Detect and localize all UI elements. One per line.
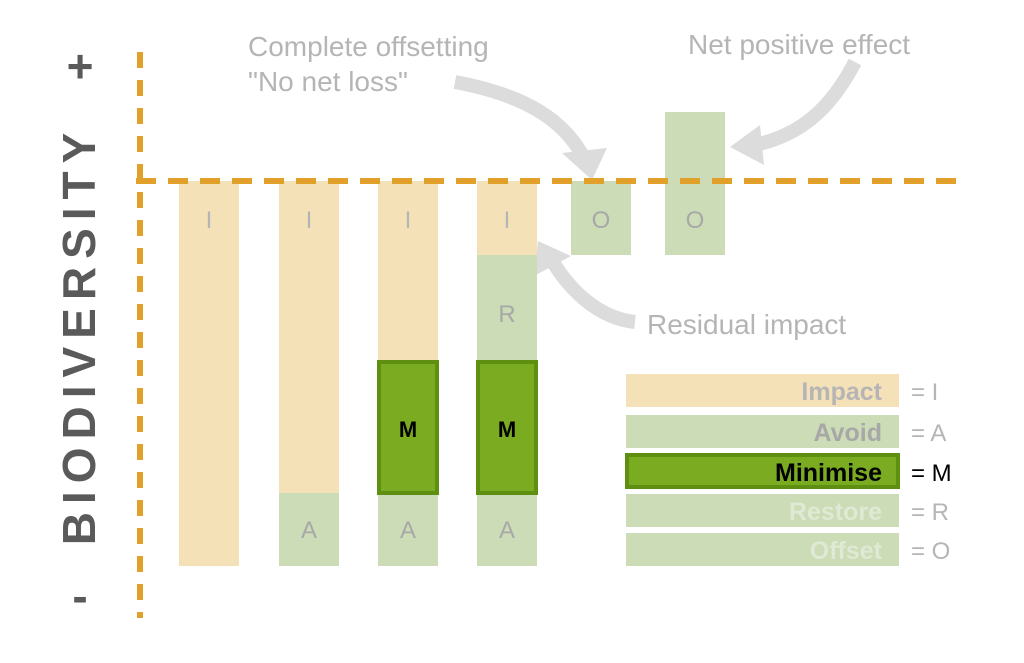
bar-letter-impact: I xyxy=(206,207,213,234)
legend-code-minimise: = M xyxy=(911,460,952,487)
legend-code-offset: = O xyxy=(911,538,950,565)
bar-letter-avoid: A xyxy=(499,517,515,544)
bar-letter-avoid: A xyxy=(400,517,416,544)
legend-label-offset: Offset xyxy=(810,537,883,565)
axis-label: BIODIVERSITY xyxy=(53,125,105,546)
bar-letter-avoid: A xyxy=(301,517,317,544)
arrowhead-complete-offsetting xyxy=(562,148,607,180)
axis-minus-sign: - xyxy=(72,570,87,622)
bar-letter-offset: O xyxy=(592,207,611,234)
arrowhead-residual-impact xyxy=(534,241,571,276)
legend-code-avoid: = A xyxy=(911,420,946,447)
bar-letter-impact: I xyxy=(504,207,511,234)
legend-swatch-offset xyxy=(626,533,899,566)
bar-impact xyxy=(477,181,537,255)
legend-swatch-impact xyxy=(626,374,899,407)
annotation-complete-offsetting-line2: "No net loss" xyxy=(248,66,408,97)
legend-label-minimise: Minimise xyxy=(775,459,882,487)
bar-avoid xyxy=(477,495,537,566)
arrowhead-net-positive xyxy=(730,125,764,165)
arrow-net-positive xyxy=(753,58,862,152)
bar-letter-restore: R xyxy=(498,301,515,328)
bar-impact xyxy=(279,181,339,493)
bar-offset xyxy=(571,181,631,255)
bar-impact xyxy=(378,181,438,362)
legend-swatch-restore xyxy=(626,494,899,527)
bar-letter-impact: I xyxy=(405,207,412,234)
bar-impact xyxy=(179,181,239,566)
axis-plus-sign: + xyxy=(67,40,94,92)
annotation-residual-impact: Residual impact xyxy=(647,309,846,340)
arrow-complete-offsetting xyxy=(453,75,592,164)
arrow-residual-impact xyxy=(547,258,637,329)
bar-letter-impact: I xyxy=(306,207,313,234)
legend-swatch-minimise xyxy=(625,453,900,489)
legend-label-avoid: Avoid xyxy=(813,419,882,447)
legend: Impact = I Avoid = A Minimise = M Restor… xyxy=(625,374,952,566)
bar-avoid xyxy=(279,493,339,566)
legend-label-restore: Restore xyxy=(789,498,882,526)
legend-label-impact: Impact xyxy=(801,378,882,406)
bar-letter-offset: O xyxy=(686,207,705,234)
bar-letter-minimise: M xyxy=(498,417,516,442)
legend-code-impact: = I xyxy=(911,379,938,406)
bar-restore xyxy=(477,255,537,362)
annotation-complete-offsetting-line1: Complete offsetting xyxy=(248,31,489,62)
legend-swatch-avoid xyxy=(626,415,899,448)
legend-code-restore: = R xyxy=(911,499,949,526)
bar-avoid xyxy=(378,495,438,566)
bar-minimise xyxy=(377,360,439,495)
bar-minimise xyxy=(476,360,538,495)
annotation-net-positive: Net positive effect xyxy=(688,29,910,60)
bar-letter-minimise: M xyxy=(399,417,417,442)
